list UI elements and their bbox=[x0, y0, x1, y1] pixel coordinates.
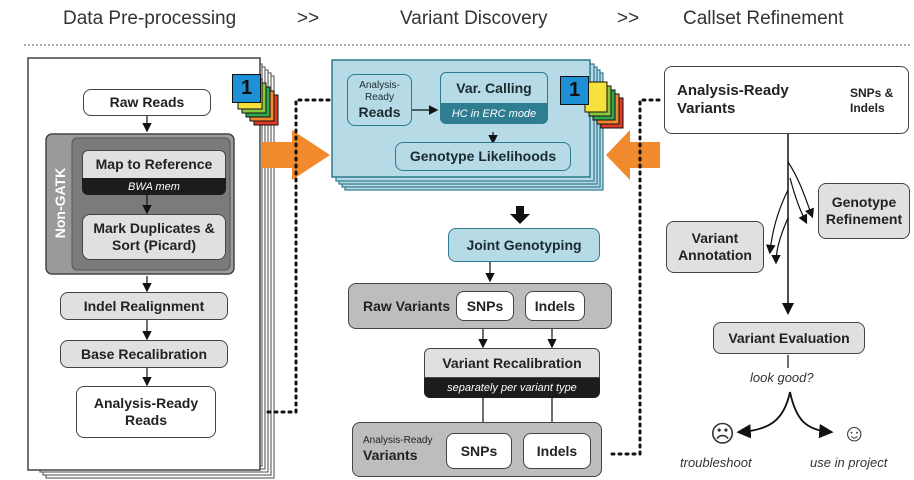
mark-duplicates-box: Mark Duplicates & Sort (Picard) bbox=[82, 214, 226, 260]
genotype-refinement-box: Genotype Refinement bbox=[818, 183, 910, 239]
arv-small-label: Analysis-Ready bbox=[363, 435, 433, 446]
separately-per-variant-bar: separately per variant type bbox=[424, 378, 600, 398]
header-separator-2: >> bbox=[617, 8, 640, 29]
snps-indels-label: SNPs & Indels bbox=[850, 86, 894, 115]
preprocessing-stack-number: 1 bbox=[232, 74, 261, 103]
raw-variants-label: Raw Variants bbox=[363, 297, 451, 314]
discovery-stack-tabs bbox=[584, 81, 624, 129]
analysis-ready-reads-box: Analysis-Ready Reads bbox=[76, 386, 216, 438]
header-divider bbox=[24, 44, 910, 46]
happy-face-icon: ☺ bbox=[842, 420, 867, 447]
raw-snps-box: SNPs bbox=[456, 291, 514, 321]
final-snps-box: SNPs bbox=[446, 433, 512, 469]
header-separator-1: >> bbox=[297, 8, 320, 29]
refinement-arv-label: Analysis-Ready Variants bbox=[677, 82, 789, 117]
final-indels-box: Indels bbox=[523, 433, 591, 469]
map-to-reference-box: Map to Reference bbox=[82, 150, 226, 178]
down-arrow-icon bbox=[510, 206, 530, 224]
sad-face-icon: ☹ bbox=[710, 421, 736, 448]
var-calling-box: Var. Calling bbox=[440, 72, 548, 104]
orange-arrow-right-icon bbox=[262, 130, 330, 180]
map-to-reference-label: Map to Reference bbox=[95, 156, 213, 172]
raw-indels-box: Indels bbox=[525, 291, 585, 321]
orange-arrow-left-icon bbox=[606, 130, 660, 180]
base-recalibration-box: Base Recalibration bbox=[60, 340, 228, 368]
var-calling-label: Var. Calling bbox=[456, 79, 532, 96]
bwa-mem-bar: BWA mem bbox=[82, 178, 226, 195]
raw-reads-box: Raw Reads bbox=[83, 89, 211, 116]
connector-variants-to-refinement bbox=[610, 98, 666, 456]
variant-recalibration-box: Variant Recalibration bbox=[424, 348, 600, 378]
troubleshoot-label: troubleshoot bbox=[680, 455, 752, 470]
discovery-stack-number: 1 bbox=[560, 76, 589, 105]
indel-realignment-box: Indel Realignment bbox=[60, 292, 228, 320]
use-in-project-label: use in project bbox=[810, 455, 888, 470]
header-variant-discovery: Variant Discovery bbox=[400, 8, 548, 29]
variant-evaluation-box: Variant Evaluation bbox=[713, 322, 865, 354]
arv-label: Variants bbox=[363, 447, 418, 463]
analysis-ready-variants-labels: Analysis-Ready Variants bbox=[363, 435, 432, 464]
non-gatk-label: Non-GATK bbox=[52, 167, 68, 239]
refinement-arv-box: Analysis-Ready Variants bbox=[664, 66, 909, 134]
header-callset-refinement: Callset Refinement bbox=[683, 8, 844, 29]
discovery-reads-small-label: Analysis-Ready bbox=[359, 79, 400, 103]
discovery-reads-box: Analysis-Ready Reads bbox=[347, 74, 412, 126]
discovery-reads-label: Reads bbox=[358, 103, 401, 120]
look-good-label: look good? bbox=[750, 370, 814, 385]
genotype-likelihoods-box: Genotype Likelihoods bbox=[395, 142, 571, 171]
connector-reads-to-discovery bbox=[266, 98, 332, 414]
header-data-preprocessing: Data Pre-processing bbox=[63, 8, 237, 29]
joint-genotyping-box: Joint Genotyping bbox=[448, 228, 600, 262]
hc-erc-bar: HC in ERC mode bbox=[440, 104, 548, 124]
variant-annotation-box: Variant Annotation bbox=[666, 221, 764, 273]
